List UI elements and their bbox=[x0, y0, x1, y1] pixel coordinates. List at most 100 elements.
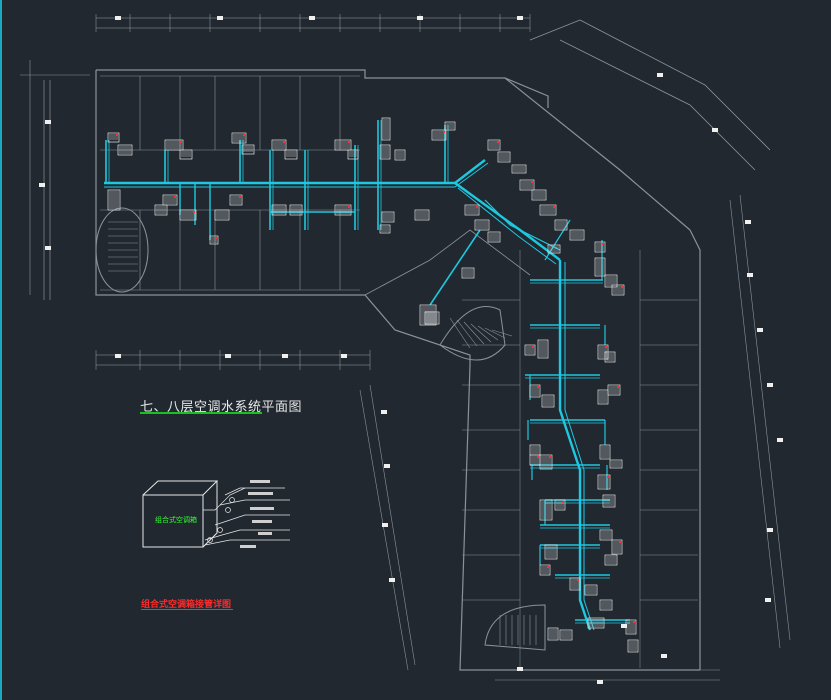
fan-coil-unit bbox=[602, 494, 616, 508]
fan-coil-unit bbox=[381, 211, 395, 223]
fan-coil-unit bbox=[594, 241, 606, 253]
fan-coil-unit bbox=[625, 619, 637, 635]
right-band-b bbox=[729, 199, 781, 649]
fan-coil-unit bbox=[627, 639, 639, 653]
unit-accent bbox=[116, 134, 118, 136]
grid-tag bbox=[45, 246, 51, 250]
fan-coil-unit bbox=[497, 151, 511, 163]
fan-coil-unit bbox=[541, 394, 555, 408]
fan-coil-unit bbox=[209, 235, 219, 245]
unit-body bbox=[554, 219, 568, 231]
grid-tag bbox=[757, 328, 763, 332]
detail-title-underline bbox=[141, 609, 233, 610]
ahu-box-side bbox=[202, 481, 218, 548]
fan-coil-unit bbox=[599, 529, 613, 541]
grid-tag bbox=[384, 464, 390, 468]
grid-tag bbox=[417, 16, 423, 20]
unit-accent bbox=[531, 181, 533, 183]
drawing-title-underline bbox=[140, 412, 262, 414]
fan-coil-unit bbox=[554, 499, 566, 511]
fan-coil-unit bbox=[569, 229, 585, 241]
unit-body bbox=[511, 164, 527, 174]
unit-accent bbox=[532, 346, 534, 348]
unit-body bbox=[587, 617, 605, 629]
fan-coil-unit bbox=[547, 244, 561, 254]
grid-tag bbox=[225, 354, 231, 358]
fan-coil-unit bbox=[154, 204, 168, 216]
detail-note-bar bbox=[250, 507, 274, 510]
grid-tag bbox=[747, 273, 753, 277]
unit-accent bbox=[174, 196, 176, 198]
unit-body bbox=[599, 599, 613, 611]
upper-right-band-a bbox=[579, 19, 771, 151]
detail-title: 组合式空调箱接管详图 bbox=[141, 600, 232, 610]
unit-accent bbox=[577, 579, 579, 581]
fan-coil-unit bbox=[537, 339, 549, 359]
detail-pipe-e bbox=[219, 499, 290, 506]
upper-right-band-cap bbox=[529, 19, 581, 41]
fan-coil-unit bbox=[597, 344, 609, 360]
unit-accent bbox=[553, 206, 555, 208]
stair-center-tread bbox=[484, 327, 506, 339]
diagonal-wall-outer bbox=[504, 77, 691, 231]
fan-coil-unit bbox=[117, 144, 133, 156]
unit-body bbox=[179, 209, 197, 221]
unit-body bbox=[334, 204, 352, 216]
unit-body bbox=[431, 129, 447, 141]
hvac-water-pipes bbox=[104, 120, 630, 631]
unit-body bbox=[609, 459, 623, 469]
detail-note-bar bbox=[240, 545, 256, 548]
fan-coil-unit bbox=[289, 204, 303, 216]
fan-coil-unit bbox=[379, 144, 391, 160]
unit-body bbox=[414, 209, 430, 221]
unit-body bbox=[229, 194, 243, 206]
unit-accent bbox=[621, 286, 623, 288]
grid-tag bbox=[39, 183, 45, 187]
fan-coil-unit bbox=[554, 219, 568, 231]
fan-coil-unit bbox=[241, 144, 255, 155]
stair-center-tread bbox=[491, 329, 513, 337]
unit-accent bbox=[180, 141, 182, 143]
fan-coil-unit bbox=[414, 209, 430, 221]
fan-coil-unit bbox=[539, 564, 551, 576]
pipe-upper-main bbox=[104, 159, 486, 185]
detail-pipe-c bbox=[204, 539, 290, 546]
detail-note-bar bbox=[248, 492, 273, 495]
fan-coil-unit bbox=[544, 544, 558, 560]
detail-pipe-f bbox=[224, 487, 285, 496]
detail-valve bbox=[217, 527, 223, 533]
unit-body bbox=[599, 444, 611, 460]
fan-coil-unit bbox=[179, 209, 197, 221]
stairwells bbox=[95, 207, 546, 651]
fan-coil-unit bbox=[594, 257, 606, 277]
unit-body bbox=[547, 627, 559, 641]
unit-accent bbox=[537, 386, 539, 388]
unit-body bbox=[519, 179, 535, 191]
stair-center-tread bbox=[456, 319, 478, 347]
unit-accent bbox=[239, 196, 241, 198]
detail-pipe-b bbox=[204, 529, 290, 541]
unit-body bbox=[334, 139, 352, 151]
fan-coil-unit bbox=[529, 454, 541, 466]
detail-note-bar bbox=[250, 480, 270, 483]
grid-tag bbox=[657, 73, 663, 77]
diagonal-wall-inner bbox=[364, 229, 531, 296]
unit-body bbox=[162, 194, 178, 206]
fan-coil-unit bbox=[607, 384, 621, 396]
stair-left-curve bbox=[95, 207, 149, 293]
unit-body bbox=[604, 554, 618, 566]
fan-coil-unit bbox=[381, 117, 391, 141]
unit-body bbox=[209, 235, 219, 245]
pipe-diagonal-main bbox=[454, 182, 561, 261]
ahu-box-top bbox=[142, 480, 219, 496]
fan-coil-unit bbox=[431, 129, 447, 141]
unit-accent bbox=[243, 134, 245, 136]
unit-body bbox=[539, 499, 553, 521]
unit-accent bbox=[617, 386, 619, 388]
fan-coil-unit bbox=[231, 132, 247, 144]
fan-coil-unit bbox=[609, 459, 623, 469]
unit-body bbox=[464, 204, 480, 216]
unit-body bbox=[611, 539, 623, 555]
grid-tag bbox=[389, 578, 395, 582]
